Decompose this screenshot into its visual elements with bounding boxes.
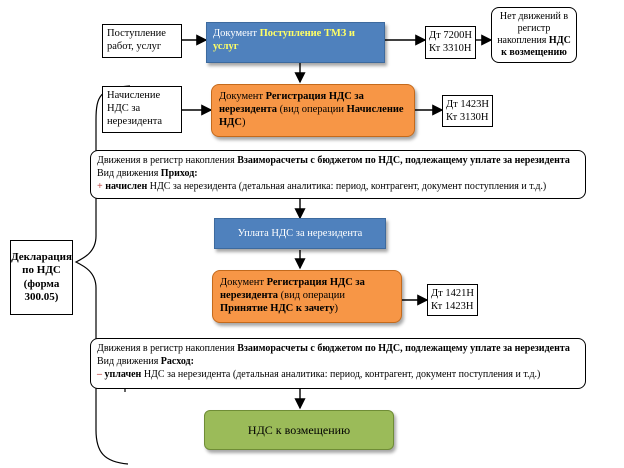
entry1-box: Дт 7200Н Кт 3310Н <box>425 26 476 59</box>
no-movement-box: Нет движений в регистр накопления НДС к … <box>491 7 577 63</box>
reg1-kind: Приход: <box>160 168 198 179</box>
no-movement-text: Нет движений в регистр накопления <box>497 11 569 46</box>
entry2-kt: Кт 3130Н <box>446 112 489 124</box>
doc2-op-pre: (вид операции <box>277 104 347 116</box>
doc3-prefix: Документ <box>220 277 267 288</box>
doc2-box: Документ Регистрация НДС за нерезидента … <box>211 84 415 137</box>
reg2-detail: НДС за нерезидента (детальная аналитика:… <box>141 369 541 380</box>
doc3-name: Регистрация НДС за нерезидента <box>220 277 365 302</box>
doc2-op: Начисление НДС <box>219 104 404 129</box>
reg2-kind: Расход: <box>160 356 194 367</box>
doc3-op-pre: (вид операции <box>278 290 346 302</box>
reg1-register: Взаиморасчеты с бюджетом по НДС, подлежа… <box>237 155 570 166</box>
receipt-label: Поступление работ, услуг <box>107 28 166 53</box>
doc3-op-post: ) <box>334 303 338 315</box>
entry3-box: Дт 1421Н Кт 1423Н <box>427 284 478 316</box>
doc2-prefix: Документ <box>219 91 266 102</box>
reg2-action: уплачен <box>104 369 142 380</box>
declaration-box: Декларация по НДС (форма 300.05) <box>10 240 73 315</box>
payment-box: Уплата НДС за нерезидента <box>214 218 386 249</box>
declaration-label: Декларация по НДС (форма 300.05) <box>11 251 72 303</box>
doc1-prefix: Документ <box>213 28 260 39</box>
vat-refund-box: НДС к возмещению <box>204 410 394 450</box>
reg2-register: Взаиморасчеты с бюджетом по НДС, подлежа… <box>237 343 570 354</box>
entry2-box: Дт 1423Н Кт 3130Н <box>442 95 493 127</box>
reg2-minus-sign: – <box>97 369 102 380</box>
receipt-box: Поступление работ, услуг <box>102 24 182 58</box>
reg1-action: начислен <box>105 181 148 192</box>
doc3-op: Принятие НДС к зачету <box>220 303 335 315</box>
register2-box: Движения в регистр накопления Взаиморасч… <box>90 338 586 389</box>
reg1-plus-sign: + <box>97 181 103 192</box>
reg1-line1-pre: Движения в регистр накопления <box>97 155 238 166</box>
brace <box>74 85 131 465</box>
entry3-dt: Дт 1421Н <box>431 288 474 299</box>
entry1-dt: Дт 7200Н <box>429 30 472 41</box>
entry1-kt: Кт 3310Н <box>429 43 472 55</box>
doc2-name: Регистрация НДС за нерезидента <box>219 91 364 116</box>
entry2-dt: Дт 1423Н <box>446 99 489 110</box>
reg1-detail: НДС за нерезидента (детальная аналитика:… <box>147 181 547 192</box>
no-movement-register: НДС к возмещению <box>501 35 571 58</box>
payment-label: Уплата НДС за нерезидента <box>237 227 363 239</box>
doc2-op-post: ) <box>241 117 246 129</box>
accrual-label: Начисление НДС за нерезидента <box>107 90 163 128</box>
doc1-box: Документ Поступление ТМЗ и услуг <box>206 22 385 63</box>
entry3-kt: Кт 1423Н <box>431 301 474 313</box>
reg2-line1-pre: Движения в регистр накопления <box>97 343 238 354</box>
doc1-name: Поступление ТМЗ и услуг <box>213 28 355 53</box>
vat-refund-label: НДС к возмещению <box>247 422 351 437</box>
accrual-box: Начисление НДС за нерезидента <box>102 86 182 133</box>
register1-box: Движения в регистр накопления Взаиморасч… <box>90 150 586 199</box>
reg2-line2-pre: Вид движения <box>97 356 161 367</box>
doc3-box: Документ Регистрация НДС за нерезидента … <box>212 270 402 323</box>
reg1-line2-pre: Вид движения <box>97 168 161 179</box>
